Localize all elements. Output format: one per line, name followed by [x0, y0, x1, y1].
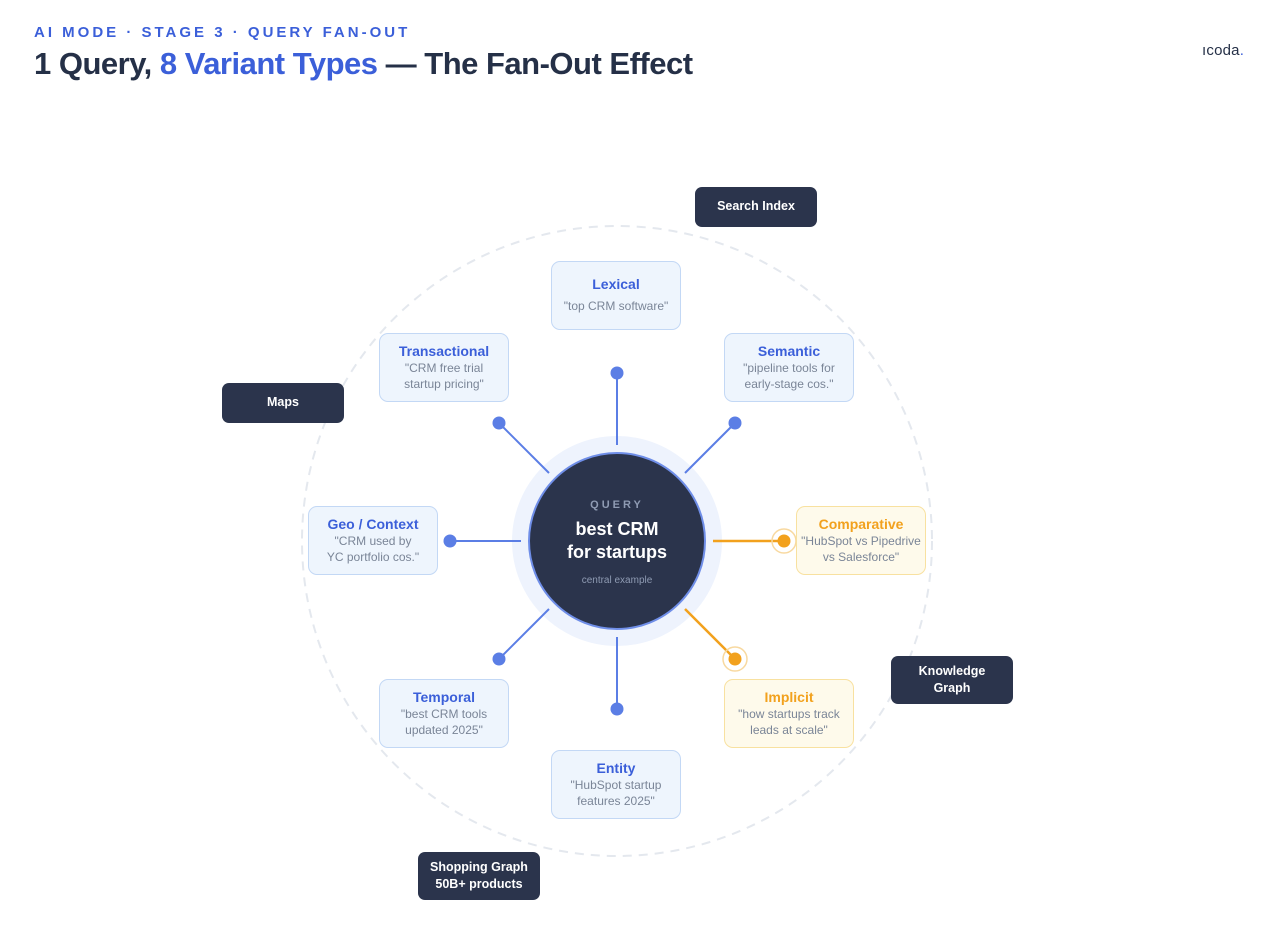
variant-example-line2: early-stage cos."	[744, 376, 834, 391]
title-suffix: — The Fan-Out Effect	[377, 46, 693, 81]
spoke-dot-entity	[610, 702, 624, 716]
spoke-dot-semantic	[728, 416, 742, 430]
variant-card-temporal: Temporal "best CRM tools updated 2025"	[379, 679, 509, 748]
page-title: 1 Query, 8 Variant Types — The Fan-Out E…	[34, 46, 693, 82]
variant-example-line1: "HubSpot vs Pipedrive	[801, 534, 921, 548]
variant-card-comparative: Comparative "HubSpot vs Pipedrive vs Sal…	[796, 506, 926, 575]
spoke-dot-geo	[443, 534, 457, 548]
variant-card-geo-context: Geo / Context "CRM used by YC portfolio …	[308, 506, 438, 575]
source-label: Search Index	[717, 199, 795, 214]
variant-example-line2: features 2025"	[577, 793, 655, 808]
source-label-line2: 50B+ products	[435, 877, 523, 891]
source-shopping-graph: Shopping Graph 50B+ products	[418, 852, 540, 900]
variant-example-line1: "how startups track	[738, 707, 840, 721]
source-search-index: Search Index	[695, 187, 817, 227]
brand-logo: ıcoda.	[1202, 42, 1244, 59]
variant-example-line2: startup pricing"	[404, 376, 484, 391]
variant-example-line1: "HubSpot startup	[570, 778, 662, 792]
variant-example-line2: YC portfolio cos."	[326, 549, 420, 564]
variant-name: Transactional	[398, 343, 490, 359]
core-disc	[528, 452, 706, 630]
source-label-line2: Graph	[933, 681, 971, 695]
variant-name: Implicit	[764, 689, 814, 705]
variant-example-line1: "CRM free trial	[404, 361, 484, 375]
variant-example-line1: "pipeline tools for	[743, 361, 835, 375]
source-label: Maps	[267, 395, 299, 410]
spoke-semantic	[684, 422, 736, 474]
spoke-dot-comparative	[777, 534, 791, 548]
outer-orbit	[301, 225, 933, 857]
kicker: AI MODE · STAGE 3 · QUERY FAN-OUT	[34, 24, 411, 41]
spoke-dot-lexical	[610, 366, 624, 380]
query-text-line2: for startups	[566, 541, 667, 562]
spoke-temporal	[498, 608, 550, 660]
logo-dot: .	[1239, 42, 1245, 59]
query-caption: central example	[581, 574, 653, 586]
title-prefix: 1 Query,	[34, 46, 160, 81]
variant-card-entity: Entity "HubSpot startup features 2025"	[551, 750, 681, 819]
logo-text: ıcoda	[1202, 42, 1240, 59]
variant-example-line1: "best CRM tools	[400, 707, 488, 721]
variant-name: Semantic	[757, 343, 821, 359]
spoke-dot-transactional	[492, 416, 506, 430]
title-accent: 8 Variant Types	[159, 46, 378, 81]
spoke-transactional	[498, 422, 550, 474]
spoke-dot-temporal	[492, 652, 506, 666]
query-text-line1: best CRM	[575, 518, 659, 539]
variant-card-implicit: Implicit "how startups track leads at sc…	[724, 679, 854, 748]
variant-name: Temporal	[413, 689, 475, 705]
variant-name: Lexical	[592, 276, 640, 293]
variant-card-transactional: Transactional "CRM free trial startup pr…	[379, 333, 509, 402]
spoke-ring-implicit	[722, 646, 748, 672]
variant-example-line2: updated 2025"	[405, 722, 483, 737]
variant-example: "top CRM software"	[563, 299, 669, 314]
source-label-line1: Knowledge	[918, 663, 986, 678]
central-query: QUERY best CRM for startups central exam…	[530, 454, 704, 628]
variant-example-line2: leads at scale"	[750, 722, 828, 737]
variant-example-line2: vs Salesforce"	[822, 549, 900, 564]
variant-name: Geo / Context	[327, 516, 419, 532]
variant-name: Entity	[596, 760, 636, 776]
variant-card-semantic: Semantic "pipeline tools for early-stage…	[724, 333, 854, 402]
spoke-implicit	[684, 608, 736, 660]
variant-name: Comparative	[818, 516, 904, 532]
query-label: QUERY	[590, 498, 644, 511]
source-label-line1: Shopping Graph	[430, 859, 528, 874]
source-maps: Maps	[222, 383, 344, 423]
spoke-dot-implicit	[728, 652, 742, 666]
variant-card-lexical: Lexical "top CRM software"	[551, 261, 681, 330]
variant-example-line1: "CRM used by	[334, 534, 412, 548]
